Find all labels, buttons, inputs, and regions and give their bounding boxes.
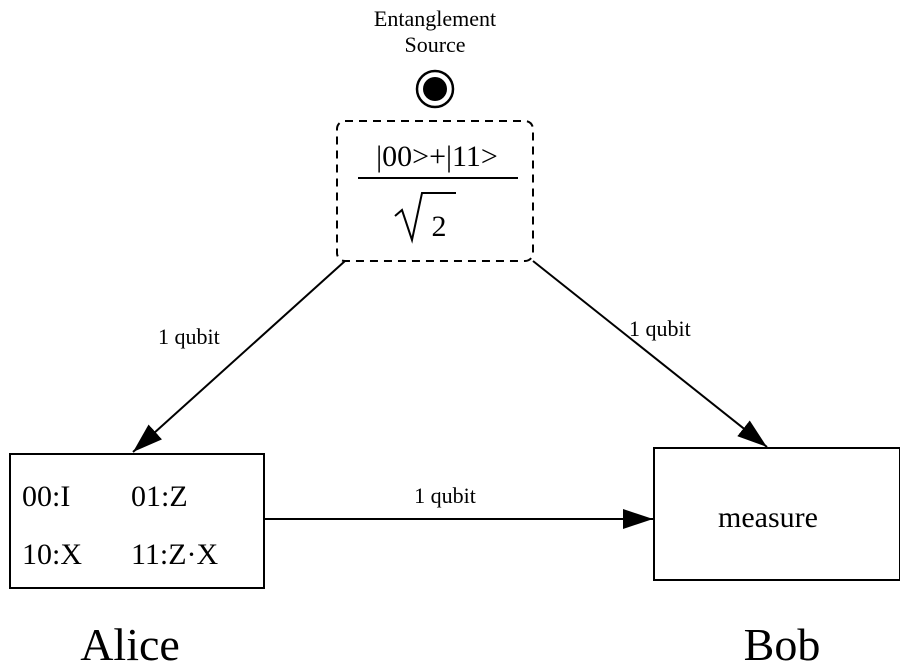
bob-name: Bob bbox=[744, 619, 821, 668]
source-title-line1: Entanglement bbox=[374, 6, 496, 31]
edge-label-alice-bob: 1 qubit bbox=[414, 483, 476, 508]
bob-action: measure bbox=[718, 501, 818, 534]
sqrt-symbol bbox=[394, 192, 456, 244]
source-title-line2: Source bbox=[404, 32, 465, 57]
alice-name: Alice bbox=[80, 619, 180, 668]
bell-state-numerator: |00>+|11> bbox=[376, 140, 498, 173]
edge-source-to-bob bbox=[532, 260, 768, 448]
edge-source-to-alice bbox=[132, 260, 346, 453]
alice-op-00: 00:I bbox=[22, 480, 70, 513]
bob-box bbox=[653, 447, 900, 581]
edge-label-source-bob: 1 qubit bbox=[629, 316, 691, 341]
alice-op-01: 01:Z bbox=[131, 480, 188, 513]
bell-state-denominator: 2 bbox=[432, 210, 447, 243]
alice-op-10: 10:X bbox=[22, 538, 82, 571]
source-point-icon bbox=[415, 69, 455, 109]
bell-state-box bbox=[336, 120, 534, 262]
alice-box bbox=[9, 453, 265, 589]
edge-label-source-alice: 1 qubit bbox=[158, 324, 220, 349]
alice-op-11: 11:Z·X bbox=[131, 538, 219, 571]
